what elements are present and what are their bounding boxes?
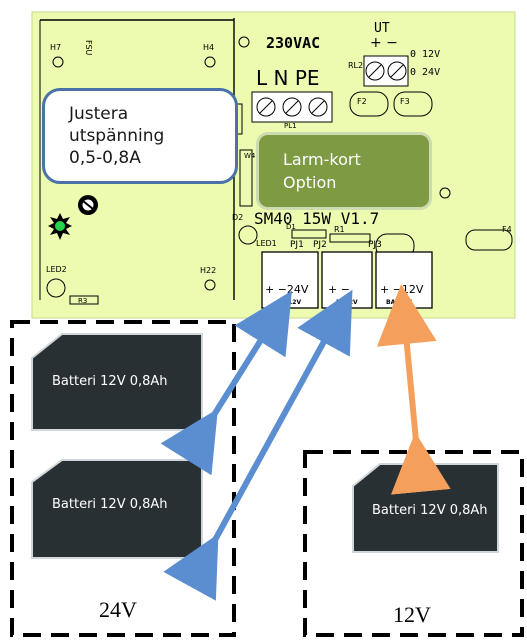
potentiometer <box>78 195 98 215</box>
battery-3-label: Batteri 12V 0,8Ah <box>372 503 488 518</box>
callout-adjust-voltage: Justera utspänning 0,5-0,8A <box>42 88 238 184</box>
terminal-pj1-label: + −24V <box>265 283 309 296</box>
label-r3: R3 <box>78 297 87 305</box>
diode-d1 <box>291 229 327 239</box>
fuse-f2 <box>349 91 389 117</box>
label-24v-out: 0 24V <box>410 67 440 78</box>
battery-1-label: Batteri 12V 0,8Ah <box>52 374 168 389</box>
label-f4: F4 <box>502 225 512 234</box>
label-f2: F2 <box>357 97 367 106</box>
arrow-battery2-to-pj2 <box>163 289 353 601</box>
label-pl1: PL1 <box>284 122 297 130</box>
terminal-pj3-sublabel: BAT12V <box>386 299 412 306</box>
label-led1: LED1 <box>256 239 277 248</box>
label-h7: H7 <box>50 43 61 52</box>
battery-2-label: Batteri 12V 0,8Ah <box>52 497 168 512</box>
label-pj3: PJ3 <box>368 240 382 250</box>
terminal-pj1-sublabel: T12V <box>284 299 301 306</box>
led-indicator <box>48 213 72 240</box>
label-fsu: FSU <box>84 40 93 56</box>
resistor-r1 <box>329 233 371 243</box>
label-12v-out: 0 12V <box>410 49 440 60</box>
group-12v-label: 12V <box>393 602 431 627</box>
label-r1: R1 <box>334 225 345 234</box>
mounting-hole-top <box>238 36 250 48</box>
led1-body <box>238 225 258 245</box>
label-ut-pm: + − <box>370 35 398 51</box>
terminal-pj3-label: + −12V <box>380 283 424 296</box>
callout-adjust-voltage-text: Justera utspänning 0,5-0,8A <box>69 104 165 168</box>
label-d1: D1 <box>286 223 296 231</box>
label-lnpe: L N PE <box>256 66 320 90</box>
callout-alarm-card-text: Larm-kort Option <box>283 150 361 192</box>
screw-pe <box>308 97 328 117</box>
terminal-pj2-label: + − <box>328 283 350 296</box>
arrow-battery3-to-pj3 <box>376 284 451 495</box>
resistor-r3 <box>69 295 99 305</box>
fuse-f3 <box>393 91 433 117</box>
label-pj1: PJ1 <box>290 240 304 250</box>
group-24v-label: 24V <box>99 597 137 622</box>
callout-alarm-card: Larm-kort Option <box>256 132 432 210</box>
component-w4 <box>239 149 253 207</box>
terminal-pj2-sublabel: BT12V <box>336 299 358 306</box>
label-model: SM40 15W V1.7 <box>254 209 379 228</box>
arrow-battery1-to-pj1 <box>160 290 292 476</box>
led2-body <box>46 278 66 298</box>
label-h4: H4 <box>203 43 214 52</box>
label-f3: F3 <box>400 97 410 106</box>
label-voltage: 230VAC <box>266 34 320 52</box>
mounting-hole-h7 <box>52 56 64 68</box>
label-pj2: PJ2 <box>313 240 327 250</box>
label-h22: H22 <box>200 266 216 275</box>
screw-l <box>256 97 276 117</box>
screw-ut-plus <box>365 61 385 81</box>
label-d2: D2 <box>232 213 243 222</box>
label-led2: LED2 <box>46 265 67 274</box>
screw-n <box>282 97 302 117</box>
label-w4: W4 <box>244 152 256 160</box>
label-ut: UT <box>374 21 390 36</box>
mounting-hole-h4 <box>204 56 216 68</box>
label-rl2: RL2 <box>348 61 363 70</box>
mounting-hole-right <box>439 187 451 199</box>
screw-ut-minus <box>387 61 407 81</box>
component-bottom-right <box>465 229 513 251</box>
